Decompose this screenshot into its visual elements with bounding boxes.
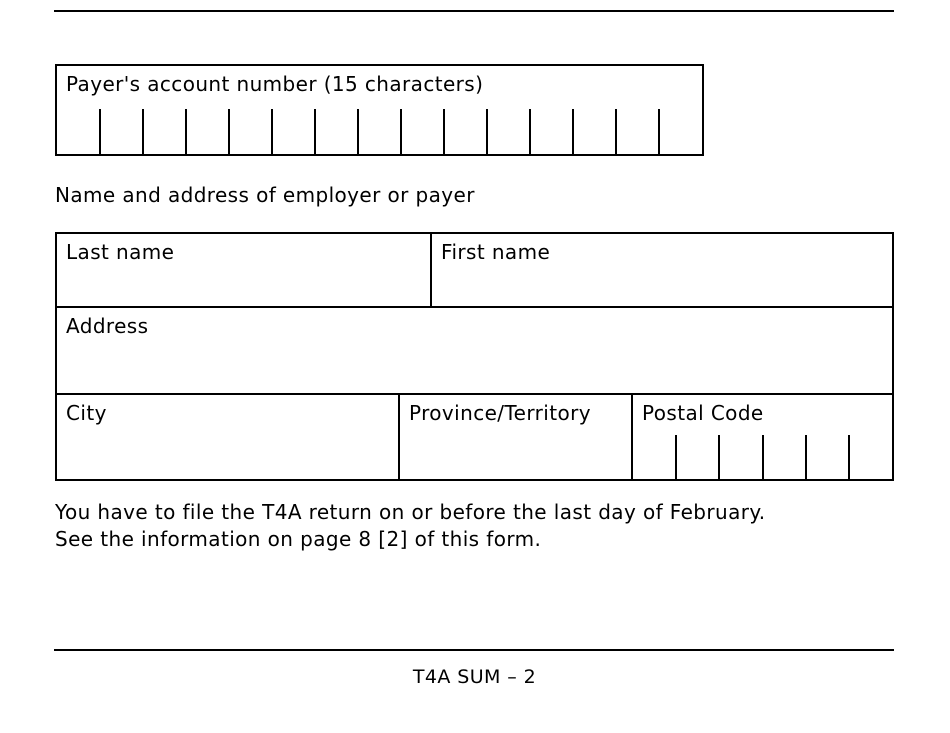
city-field[interactable]: City: [57, 395, 400, 479]
character-cell-tick: [443, 109, 445, 154]
table-row-address: Address: [57, 308, 892, 395]
character-cell-tick: [142, 109, 144, 154]
character-cell-tick: [615, 109, 617, 154]
employer-address-table: Last name First name Address City Provin…: [55, 232, 894, 481]
filing-note: You have to file the T4A return on or be…: [55, 499, 766, 553]
character-cell-tick: [658, 109, 660, 154]
postal-code-input-area[interactable]: [633, 435, 892, 479]
character-cell-tick: [228, 109, 230, 154]
province-territory-label: Province/Territory: [409, 401, 591, 425]
payer-account-number-box: Payer's account number (15 characters): [55, 64, 704, 156]
address-field[interactable]: Address: [57, 308, 892, 393]
table-row-city: City Province/Territory Postal Code: [57, 395, 892, 479]
character-cell-tick: [271, 109, 273, 154]
first-name-label: First name: [441, 240, 551, 264]
table-row-names: Last name First name: [57, 234, 892, 308]
name-address-section-heading: Name and address of employer or payer: [55, 183, 475, 207]
postal-code-field[interactable]: Postal Code: [633, 395, 892, 479]
top-rule: [54, 10, 894, 12]
character-cell-tick: [761, 435, 764, 479]
last-name-label: Last name: [66, 240, 175, 264]
character-cell-tick: [572, 109, 574, 154]
filing-note-line-2: See the information on page 8 [2] of thi…: [55, 527, 542, 551]
address-label: Address: [66, 314, 149, 338]
character-cell-tick: [99, 109, 101, 154]
province-territory-field[interactable]: Province/Territory: [400, 395, 633, 479]
first-name-field[interactable]: First name: [432, 234, 892, 306]
character-cell-tick: [718, 435, 721, 479]
payer-account-number-input-area[interactable]: [57, 109, 702, 154]
character-cell-tick: [185, 109, 187, 154]
filing-note-line-1: You have to file the T4A return on or be…: [55, 500, 766, 524]
character-cell-tick: [486, 109, 488, 154]
page-footer-label: T4A SUM – 2: [412, 666, 537, 688]
character-cell-tick: [847, 435, 850, 479]
footer-rule: [54, 649, 894, 651]
city-label: City: [66, 401, 107, 425]
character-cell-tick: [675, 435, 678, 479]
character-cell-tick: [357, 109, 359, 154]
postal-code-label: Postal Code: [642, 401, 764, 425]
character-cell-tick: [529, 109, 531, 154]
character-cell-tick: [804, 435, 807, 479]
character-cell-tick: [314, 109, 316, 154]
character-cell-tick: [400, 109, 402, 154]
payer-account-number-label: Payer's account number (15 characters): [66, 72, 484, 96]
last-name-field[interactable]: Last name: [57, 234, 432, 306]
